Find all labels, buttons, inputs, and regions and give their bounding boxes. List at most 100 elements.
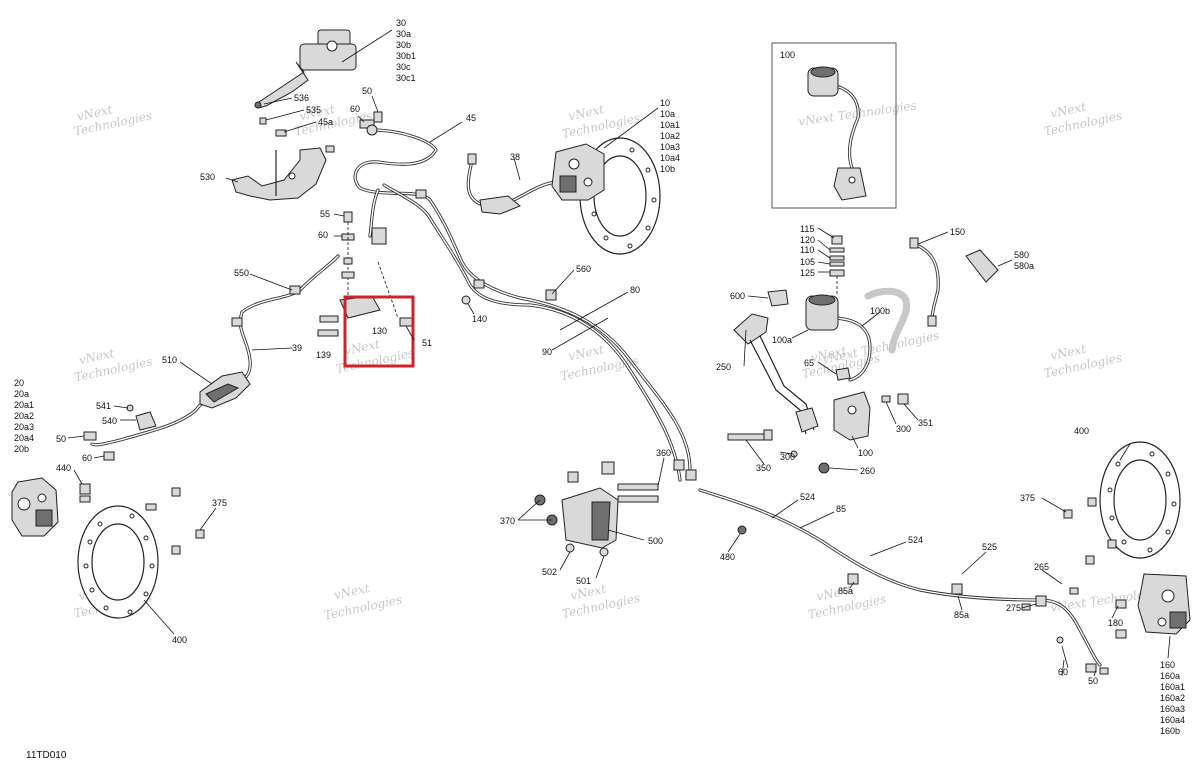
callout-20b: 20b xyxy=(14,444,29,454)
callout-140: 140 xyxy=(472,314,487,324)
callout-160a1: 160a1 xyxy=(1160,682,1185,692)
callout-30a: 30a xyxy=(396,29,411,39)
banjo-fittings-top xyxy=(359,111,383,136)
callout-50: 50 xyxy=(56,434,66,444)
hydraulic-bracket-500 xyxy=(534,461,659,557)
callout-51: 51 xyxy=(422,338,432,348)
reservoir-hose-580 xyxy=(909,237,999,327)
clip-140 xyxy=(461,295,471,305)
callout-105: 105 xyxy=(800,257,815,267)
callout-10b: 10b xyxy=(660,164,675,174)
callout-130: 130 xyxy=(372,326,387,336)
callout-541: 541 xyxy=(96,401,111,411)
callout-535: 535 xyxy=(306,105,321,115)
leader-lines xyxy=(67,29,1171,677)
front-left-caliper-20 xyxy=(11,477,91,537)
callout-125: 125 xyxy=(800,268,815,278)
hose-clamp xyxy=(415,189,427,199)
callout-536: 536 xyxy=(294,93,309,103)
callout-530: 530 xyxy=(200,172,215,182)
callout-350: 350 xyxy=(756,463,771,473)
hose-clamp xyxy=(289,285,301,295)
rear-reservoir-100a xyxy=(767,289,839,331)
front-master-cylinder xyxy=(254,29,357,109)
callout-30c: 30c xyxy=(396,62,411,72)
callout-275: 275 xyxy=(1006,603,1021,613)
callout-502: 502 xyxy=(542,567,557,577)
callout-30b1: 30b1 xyxy=(396,51,416,61)
callout-524: 524 xyxy=(908,535,923,545)
hose-38-bracket xyxy=(467,153,521,215)
callout-20: 20 xyxy=(14,378,24,388)
callout-360: 360 xyxy=(656,448,671,458)
callout-10a2: 10a2 xyxy=(660,131,680,141)
hose-fitting xyxy=(1035,595,1047,607)
callout-370: 370 xyxy=(500,516,515,526)
callout-20a4: 20a4 xyxy=(14,433,34,443)
callout-85: 85 xyxy=(836,504,846,514)
callout-10a: 10a xyxy=(660,109,675,119)
callout-30c1: 30c1 xyxy=(396,73,416,83)
callout-150: 150 xyxy=(950,227,965,237)
callout-10: 10 xyxy=(660,98,670,108)
callout-90: 90 xyxy=(542,347,552,357)
callout-400: 400 xyxy=(172,635,187,645)
callout-400: 400 xyxy=(1074,426,1089,436)
callout-115: 115 xyxy=(800,224,814,234)
callout-600: 600 xyxy=(730,291,745,301)
callout-265: 265 xyxy=(1034,562,1049,572)
callout-100-inset: 100 xyxy=(780,50,795,60)
hose-fitting xyxy=(685,469,697,481)
callout-50: 50 xyxy=(362,86,372,96)
hose-clamp xyxy=(473,279,485,289)
callout-300: 300 xyxy=(780,452,795,462)
callout-560: 560 xyxy=(576,264,591,274)
front-right-caliper-10 xyxy=(551,143,605,201)
rear-caliper-160 xyxy=(1021,573,1191,675)
hose-clamp xyxy=(231,317,243,327)
ghost-hose-outline xyxy=(864,287,911,354)
callout-85a: 85a xyxy=(838,586,853,596)
callout-540: 540 xyxy=(102,416,117,426)
callout-38: 38 xyxy=(510,152,520,162)
callout-351: 351 xyxy=(918,418,933,428)
callout-440: 440 xyxy=(56,463,71,473)
rear-disc-400 xyxy=(1063,441,1181,565)
callout-180: 180 xyxy=(1108,618,1123,628)
callout-60: 60 xyxy=(318,230,328,240)
callout-10a4: 10a4 xyxy=(660,153,680,163)
front-left-disc-400 xyxy=(77,487,205,619)
callout-160b: 160b xyxy=(1160,726,1180,736)
diagram-reference-code: 11TD010 xyxy=(26,750,67,761)
callout-580: 580 xyxy=(1014,250,1029,260)
rear-master-cylinder-100 xyxy=(818,367,909,474)
callout-550: 550 xyxy=(234,268,249,278)
callout-525: 525 xyxy=(982,542,997,552)
inset-reservoir xyxy=(807,66,867,201)
callout-480: 480 xyxy=(720,552,735,562)
callout-375: 375 xyxy=(212,498,227,508)
callout-60: 60 xyxy=(350,104,360,114)
callout-160a2: 160a2 xyxy=(1160,693,1185,703)
callout-500: 500 xyxy=(648,536,663,546)
callout-55: 55 xyxy=(320,209,330,219)
callout-85a: 85a xyxy=(954,610,969,620)
clip-480 xyxy=(737,525,747,535)
lever-bracket-530 xyxy=(231,117,335,201)
callout-110: 110 xyxy=(800,245,814,255)
callout-60: 60 xyxy=(1058,667,1068,677)
hose-clamp xyxy=(847,573,859,585)
hose-clamp xyxy=(545,289,557,301)
callout-80: 80 xyxy=(630,285,640,295)
callout-20a2: 20a2 xyxy=(14,411,34,421)
callout-160: 160 xyxy=(1160,660,1175,670)
small-stack-115 xyxy=(829,235,845,296)
callout-100a: 100a xyxy=(772,335,792,345)
callout-160a: 160a xyxy=(1160,671,1180,681)
callout-30: 30 xyxy=(396,18,406,28)
